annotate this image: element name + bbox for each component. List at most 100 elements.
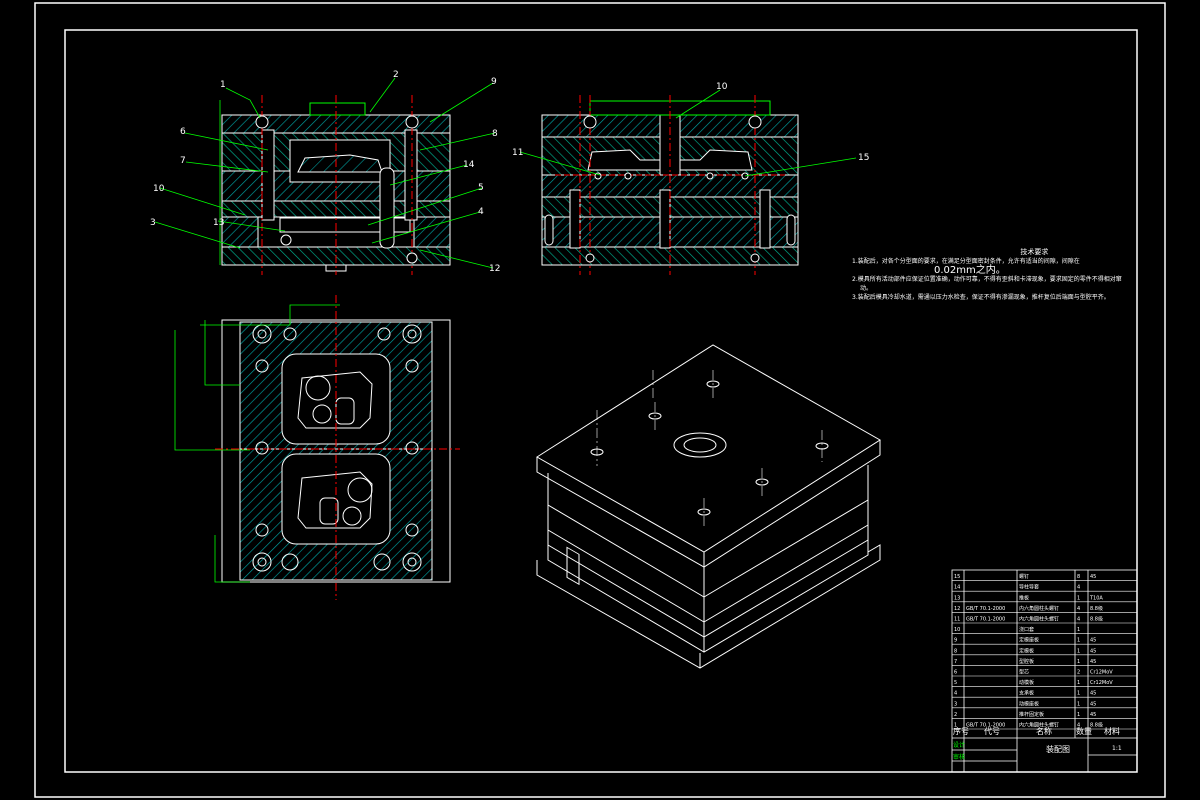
bom-cell-qty: 4 xyxy=(1077,617,1080,623)
bom-cell-name: 内六角圆柱头螺钉 xyxy=(1019,616,1059,623)
isometric-view xyxy=(536,344,881,669)
plan-view xyxy=(174,295,460,600)
side-view-leaders xyxy=(519,89,857,177)
bom-cell-name: 内六角圆柱头螺钉 xyxy=(1019,722,1059,729)
bom-cell-no: 3 xyxy=(954,701,957,707)
bom-cell-material: 45 xyxy=(1090,659,1096,665)
front-view-labels-top: 2 9 xyxy=(393,70,497,87)
bom-cell-material: 45 xyxy=(1090,712,1096,718)
bom-cell-no: 7 xyxy=(954,659,957,665)
part-label: 3 xyxy=(150,218,156,228)
part-label: 15 xyxy=(858,153,869,163)
part-label: 13 xyxy=(213,218,224,228)
bom-cell-material: 8.8级 xyxy=(1090,605,1103,612)
bom-cell-name: 型腔板 xyxy=(1019,658,1034,665)
bom-cell-no: 13 xyxy=(954,595,960,601)
bom-cell-qty: 1 xyxy=(1077,701,1080,707)
bom-cell-no: 9 xyxy=(954,638,957,644)
bom-cell-no: 14 xyxy=(954,585,960,591)
bom-cell-material: Cr12MoV xyxy=(1090,670,1113,676)
bom-cell-qty: 4 xyxy=(1077,723,1080,729)
part-label: 6 xyxy=(180,127,186,137)
part-label: 12 xyxy=(489,264,500,274)
part-label: 11 xyxy=(512,148,523,158)
bom-cell-name: 动模板 xyxy=(1019,679,1034,686)
bom-cell-no: 2 xyxy=(954,712,957,718)
front-section-view xyxy=(221,95,451,275)
bom-header-code: 代号 xyxy=(984,726,1000,736)
side-section-view xyxy=(541,95,799,275)
bom-cell-no: 4 xyxy=(954,691,957,697)
bom-cell-name: 推板 xyxy=(1019,594,1029,601)
part-label: 5 xyxy=(478,183,484,193)
bom-cell-no: 12 xyxy=(954,606,960,612)
bom-cell-no: 5 xyxy=(954,680,957,686)
bill-of-materials xyxy=(951,569,1138,773)
drawing-scale: 1:1 xyxy=(1112,745,1122,752)
bom-cell-material: 45 xyxy=(1090,574,1096,580)
bom-cell-qty: 1 xyxy=(1077,691,1080,697)
bom-cell-qty: 1 xyxy=(1077,712,1080,718)
bom-cell-qty: 2 xyxy=(1077,670,1080,676)
bom-cell-qty: 1 xyxy=(1077,659,1080,665)
part-label: 4 xyxy=(478,207,484,217)
bom-cell-qty: 1 xyxy=(1077,680,1080,686)
bom-cell-material: 8.8级 xyxy=(1090,616,1103,623)
bom-cell-no: 15 xyxy=(954,574,960,580)
bom-cell-name: 定模座板 xyxy=(1019,637,1039,644)
drawing-title: 装配图 xyxy=(1046,744,1070,754)
bom-cell-code: GB/T 70.1-2000 xyxy=(966,617,1005,623)
designer-label: 设计 xyxy=(953,741,965,749)
front-view-leaders xyxy=(154,77,496,269)
bom-cell-name: 型芯 xyxy=(1019,669,1029,676)
sheet-outer-border xyxy=(34,2,1166,798)
part-label: 2 xyxy=(393,70,399,80)
bom-header: 序号 代号 名称 数量 材料 xyxy=(953,726,1120,736)
part-label: 14 xyxy=(463,160,475,170)
title-block: 装配图 1:1 设计 审核 xyxy=(953,741,1122,761)
technical-note-2: 2.模具所有活动部件应保证位置准确，动作可靠，不得有歪斜和卡滞现象，要求固定的零… xyxy=(852,276,1122,283)
bom-cell-no: 10 xyxy=(954,627,960,633)
bom-cell-no: 6 xyxy=(954,670,957,676)
part-label: 7 xyxy=(180,156,186,166)
bom-header-name: 名称 xyxy=(1036,726,1052,736)
bom-cell-qty: 1 xyxy=(1077,648,1080,654)
bom-cell-material: 45 xyxy=(1090,691,1096,697)
checker-label: 审核 xyxy=(953,753,965,761)
bom-cell-code: GB/T 70.1-2000 xyxy=(966,606,1005,612)
part-label: 10 xyxy=(153,184,165,194)
bom-cell-no: 8 xyxy=(954,648,957,654)
part-label: 9 xyxy=(491,77,497,87)
bom-cell-material: 45 xyxy=(1090,701,1096,707)
technical-note-2b: 动。 xyxy=(860,285,873,292)
bom-cell-qty: 1 xyxy=(1077,627,1080,633)
bom-cell-name: 动模座板 xyxy=(1019,700,1039,707)
bom-cell-name: 浇口套 xyxy=(1019,626,1034,633)
bom-cell-material: Cr12MoV xyxy=(1090,680,1113,686)
bom-cell-qty: 8 xyxy=(1077,574,1080,580)
bom-cell-material: 45 xyxy=(1090,648,1096,654)
technical-note-3: 3.装配后模具冷却水道，需通以压力水检查，保证不得有渗漏现象，推杆复位后端面与型… xyxy=(852,294,1110,301)
technical-note-1: 1.装配后，对各个分型面的要求，在满足分型面密封条件，允许有适当的间隙，间隙在 xyxy=(852,258,1080,265)
bom-cell-qty: 4 xyxy=(1077,585,1080,591)
technical-notes-title: 技术要求 xyxy=(1020,248,1049,256)
bom-header-qty: 数量 xyxy=(1076,726,1092,736)
sheet-inner-border xyxy=(64,29,1138,773)
bom-cell-name: 内六角圆柱头螺钉 xyxy=(1019,605,1059,612)
bom-cell-name: 导柱导套 xyxy=(1019,584,1039,591)
bom-cell-material: 8.8级 xyxy=(1090,722,1103,729)
technical-note-1b: 0.02mm之内。 xyxy=(934,265,1006,276)
bom-cell-code: GB/T 70.1-2000 xyxy=(966,723,1005,729)
bom-cell-name: 支承板 xyxy=(1019,690,1034,697)
bom-cell-no: 1 xyxy=(954,723,957,729)
bom-cell-name: 螺钉 xyxy=(1019,573,1029,580)
bom-header-no: 序号 xyxy=(953,726,969,736)
technical-notes: 技术要求 1.装配后，对各个分型面的要求，在满足分型面密封条件，允许有适当的间隙… xyxy=(852,248,1122,302)
part-label: 8 xyxy=(492,129,498,139)
bom-cell-name: 推杆固定板 xyxy=(1019,711,1044,718)
bom-cell-qty: 1 xyxy=(1077,595,1080,601)
bom-cell-material: T10A xyxy=(1089,595,1103,601)
part-label: 10 xyxy=(716,82,728,92)
